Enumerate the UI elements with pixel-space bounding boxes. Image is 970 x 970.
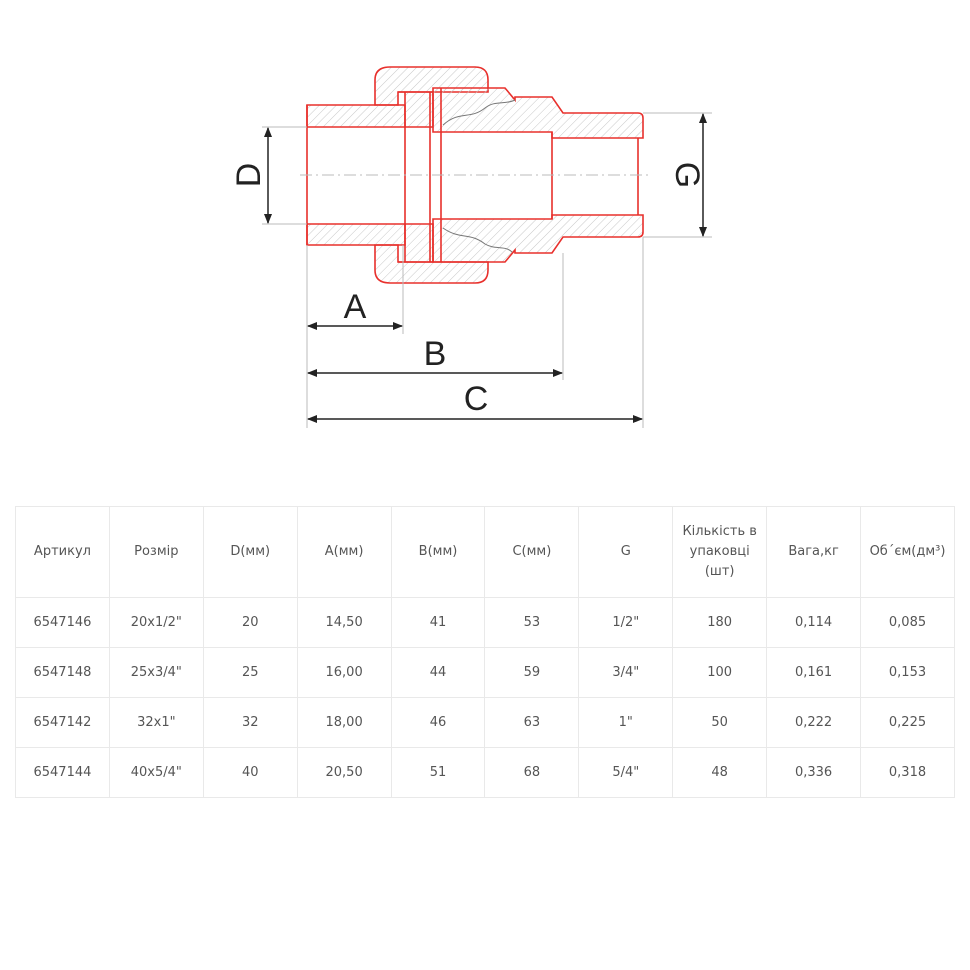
extension-lines	[262, 112, 712, 428]
column-header: A(мм)	[296, 506, 392, 598]
label-a: A	[344, 288, 367, 326]
table-cell: 51	[390, 747, 486, 798]
fitting-section	[306, 66, 644, 284]
table-cell: 32	[202, 697, 298, 748]
column-header: D(мм)	[202, 506, 298, 598]
column-header: G	[578, 506, 674, 598]
table-cell: 46	[390, 697, 486, 748]
table-cell: 44	[390, 647, 486, 698]
table-cell: 50	[672, 697, 768, 748]
table-cell: 14,50	[296, 597, 392, 648]
column-header: Об´єм(дм³)	[860, 506, 955, 598]
break-lines	[442, 99, 516, 253]
table-cell: 0,222	[766, 697, 862, 748]
table-cell: 0,336	[766, 747, 862, 798]
table-cell: 25	[202, 647, 298, 698]
table-cell: 3/4"	[578, 647, 674, 698]
table-cell: 0,114	[766, 597, 862, 648]
fitting-drawing: D G A B C	[230, 66, 712, 428]
table-cell: 40	[202, 747, 298, 798]
column-header: Вага,кг	[766, 506, 862, 598]
table-cell: 6547142	[15, 697, 110, 748]
table-cell: 16,00	[296, 647, 392, 698]
column-header: C(мм)	[484, 506, 580, 598]
table-cell: 32x1"	[108, 697, 204, 748]
table-cell: 20x1/2"	[108, 597, 204, 648]
table-cell: 1/2"	[578, 597, 674, 648]
column-header: Артикул	[15, 506, 110, 598]
table-cell: 48	[672, 747, 768, 798]
table-cell: 5/4"	[578, 747, 674, 798]
table-cell: 59	[484, 647, 580, 698]
column-header: B(мм)	[390, 506, 486, 598]
label-d: D	[230, 163, 268, 188]
column-header: Кількість в упаковці (шт)	[672, 506, 768, 598]
table-cell: 63	[484, 697, 580, 748]
column-header: Розмір	[108, 506, 204, 598]
table-cell: 0,153	[860, 647, 955, 698]
threaded-body	[432, 87, 644, 263]
label-b: B	[424, 335, 447, 373]
table-cell: 25x3/4"	[108, 647, 204, 698]
table-cell: 0,161	[766, 647, 862, 698]
table-cell: 0,225	[860, 697, 955, 748]
table-cell: 6547144	[15, 747, 110, 798]
label-g: G	[668, 162, 706, 188]
table-cell: 20,50	[296, 747, 392, 798]
dimension-arrows	[264, 113, 707, 423]
label-c: C	[464, 380, 489, 418]
table-cell: 180	[672, 597, 768, 648]
table-cell: 18,00	[296, 697, 392, 748]
table-cell: 100	[672, 647, 768, 698]
table-cell: 20	[202, 597, 298, 648]
table-cell: 6547148	[15, 647, 110, 698]
table-cell: 6547146	[15, 597, 110, 648]
table-cell: 53	[484, 597, 580, 648]
table-cell: 68	[484, 747, 580, 798]
table-cell: 41	[390, 597, 486, 648]
table-cell: 0,085	[860, 597, 955, 648]
table-cell: 0,318	[860, 747, 955, 798]
table-cell: 40x5/4"	[108, 747, 204, 798]
table-cell: 1"	[578, 697, 674, 748]
